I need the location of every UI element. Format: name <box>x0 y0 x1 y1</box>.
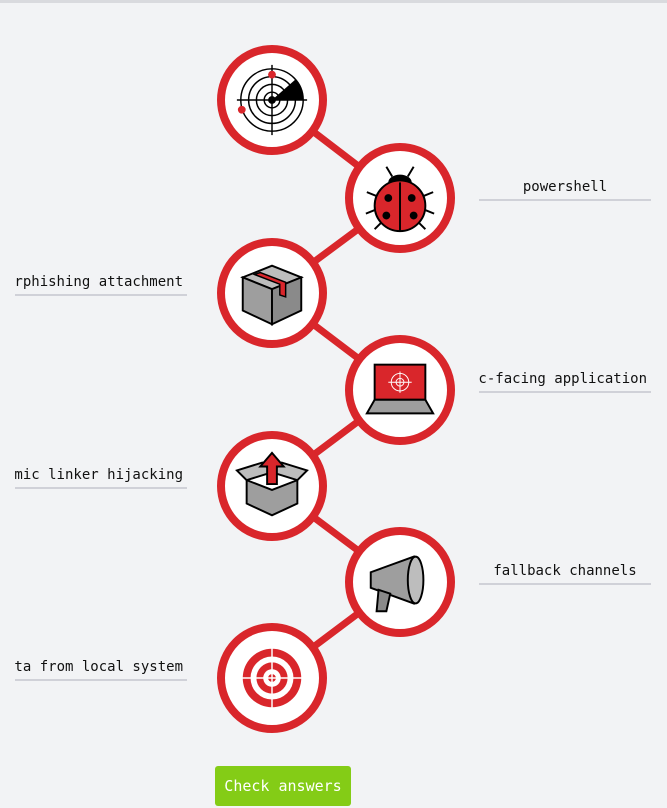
open-box-upload-icon <box>235 451 309 517</box>
answer-field-public-facing[interactable]: public-facing application <box>479 365 651 393</box>
node-radar <box>217 45 327 155</box>
node-megaphone <box>345 527 455 637</box>
answer-field-linker-hijacking[interactable]: dynamic linker hijacking <box>15 461 187 489</box>
answer-field-powershell[interactable]: powershell <box>479 173 651 201</box>
node-open-box <box>217 431 327 541</box>
target-icon <box>236 642 308 714</box>
node-target <box>217 623 327 733</box>
node-laptop <box>345 335 455 445</box>
ladybug-icon <box>365 166 435 233</box>
node-package <box>217 238 327 348</box>
laptop-target-icon <box>365 363 435 415</box>
node-ladybug <box>345 143 455 253</box>
check-answers-button[interactable]: Check answers <box>215 766 351 806</box>
package-box-icon <box>240 264 304 326</box>
answer-field-spearphishing[interactable]: spearphishing attachment <box>15 268 187 296</box>
radar-icon <box>236 64 308 136</box>
megaphone-icon <box>369 555 425 613</box>
top-border <box>0 0 667 3</box>
answer-field-local-data[interactable]: data from local system <box>15 653 187 681</box>
answer-field-fallback[interactable]: fallback channels <box>479 557 651 585</box>
